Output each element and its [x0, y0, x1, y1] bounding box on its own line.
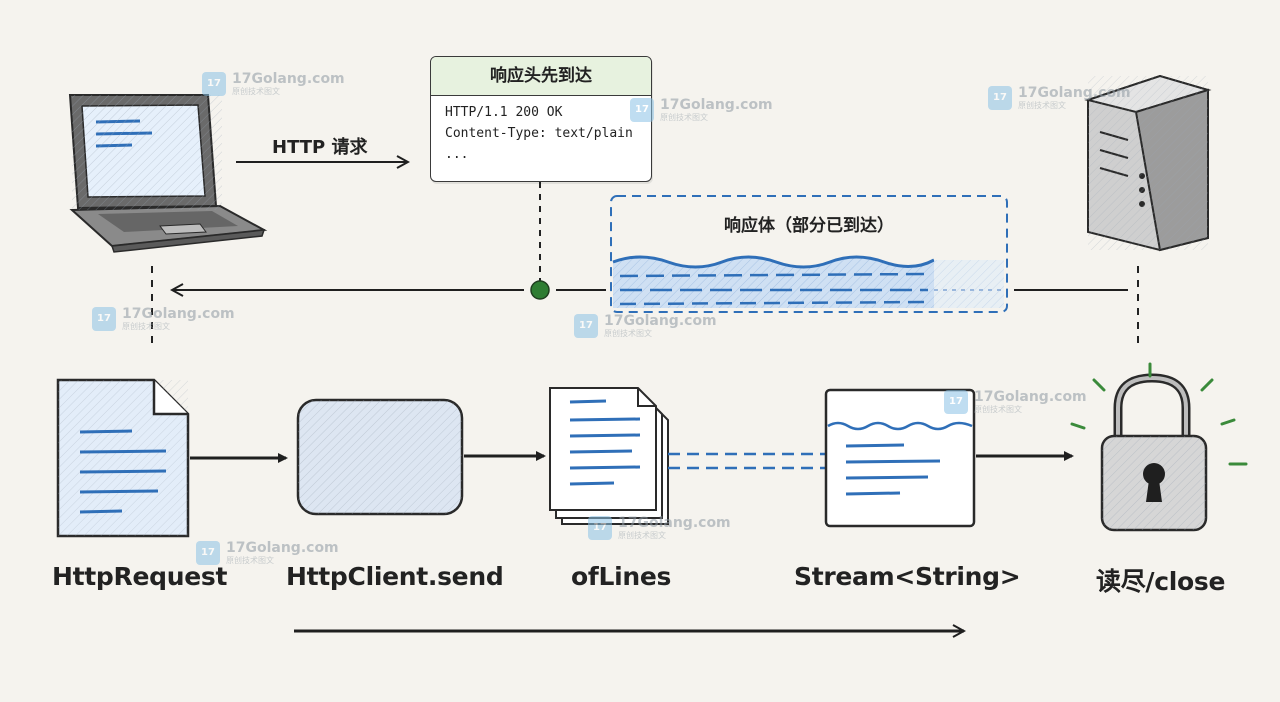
stream-box	[824, 388, 976, 528]
watermark-tagline: 原创技术图文	[122, 322, 170, 331]
response-body-label: 响应体（部分已到达）	[724, 216, 894, 236]
watermark-tagline: 原创技术图文	[232, 87, 280, 96]
watermark-logo-icon: 17	[944, 390, 968, 414]
watermark-tagline: 原创技术图文	[618, 531, 666, 540]
watermark-tagline: 原创技术图文	[604, 329, 652, 338]
header-line-status: HTTP/1.1 200 OK	[445, 105, 563, 120]
watermark-brand: 17Golang.com	[232, 71, 345, 87]
client-send-box	[296, 398, 464, 516]
watermark-logo-icon: 17	[202, 72, 226, 96]
watermark-brand: 17Golang.com	[974, 389, 1087, 405]
response-header-card: 响应头先到达 HTTP/1.1 200 OK Content-Type: tex…	[430, 56, 652, 182]
watermark-tagline: 原创技术图文	[226, 556, 274, 565]
laptop-icon	[68, 94, 268, 253]
response-body-box	[610, 195, 1008, 313]
watermark-brand: 17Golang.com	[660, 97, 773, 113]
step-label-client-send: HttpClient.send	[286, 562, 504, 591]
watermark-logo-icon: 17	[574, 314, 598, 338]
watermark-brand: 17Golang.com	[618, 515, 731, 531]
watermark-logo-icon: 17	[630, 98, 654, 122]
step-label-of-lines: ofLines	[571, 562, 672, 591]
body-fill	[612, 255, 1004, 308]
step-label-close: 读尽/close	[1096, 567, 1226, 596]
header-line-content-type: Content-Type: text/plain	[445, 126, 633, 141]
header-card-title: 响应头先到达	[431, 57, 651, 96]
watermark-brand: 17Golang.com	[226, 540, 339, 556]
watermark-logo-icon: 17	[988, 86, 1012, 110]
request-document-icon	[56, 378, 190, 538]
watermark-brand: 17Golang.com	[604, 313, 717, 329]
request-arrow-label: HTTP 请求	[272, 137, 368, 158]
watermark-tagline: 原创技术图文	[1018, 101, 1066, 110]
watermark-tagline: 原创技术图文	[974, 405, 1022, 414]
watermark-brand: 17Golang.com	[1018, 85, 1131, 101]
watermark-logo-icon: 17	[196, 541, 220, 565]
step-label-stream: Stream<String>	[794, 562, 1021, 591]
receive-dot	[530, 280, 550, 300]
watermark-logo-icon: 17	[588, 516, 612, 540]
lock-icon	[1100, 373, 1208, 532]
header-line-ellipsis: ...	[445, 147, 469, 162]
watermark-tagline: 原创技术图文	[660, 113, 708, 122]
server-icon	[1084, 74, 1212, 252]
watermark-logo-icon: 17	[92, 307, 116, 331]
header-card-content: HTTP/1.1 200 OK Content-Type: text/plain…	[431, 96, 651, 165]
watermark-brand: 17Golang.com	[122, 306, 235, 322]
lines-pages-icon	[549, 387, 669, 525]
step-label-http-request: HttpRequest	[52, 562, 228, 591]
lock-release-rays-icon	[1070, 362, 1248, 466]
